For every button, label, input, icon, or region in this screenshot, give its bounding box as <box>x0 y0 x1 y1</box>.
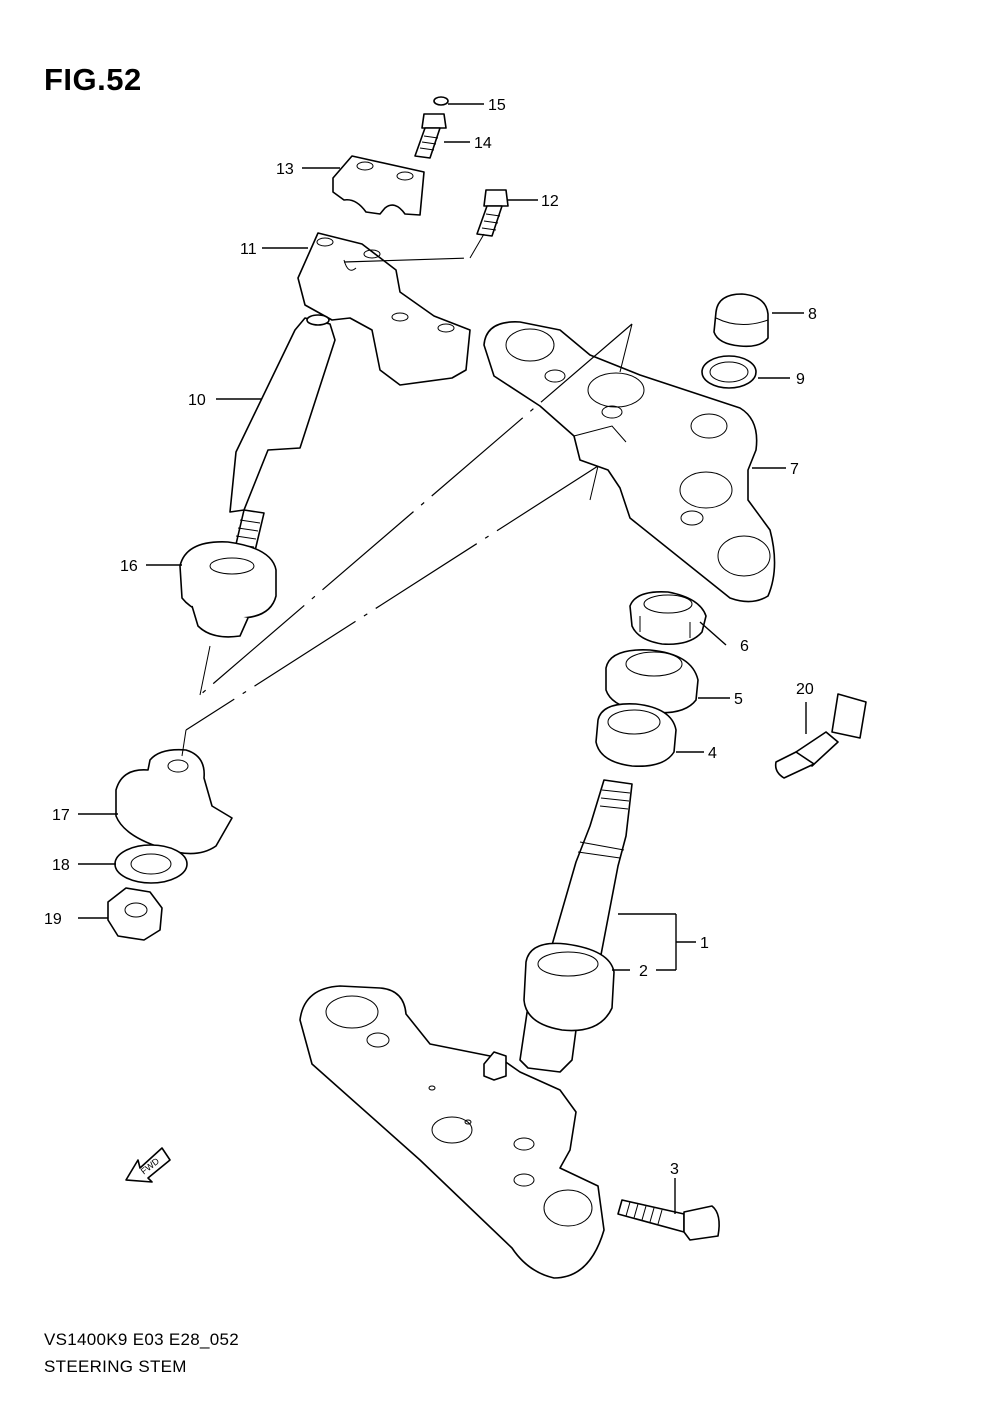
part-14-bolt <box>414 113 447 159</box>
callout-4: 4 <box>708 745 717 762</box>
callout-1: 1 <box>700 935 709 952</box>
callout-5: 5 <box>734 691 743 708</box>
figure-title: FIG.52 <box>44 62 142 97</box>
callout-3: 3 <box>670 1161 679 1178</box>
callout-13: 13 <box>276 161 294 178</box>
callout-7: 7 <box>790 461 799 478</box>
fwd-arrow-icon: FWD <box>125 1147 171 1183</box>
part-19-nut <box>107 887 163 941</box>
part-6-stem-nut <box>629 590 707 646</box>
part-11-lower-holder <box>297 232 471 386</box>
callout-20: 20 <box>796 681 814 698</box>
callout-10: 10 <box>188 392 206 409</box>
callout-14: 14 <box>474 135 492 152</box>
model-code: VS1400K9 E03 E28_052 <box>44 1330 240 1349</box>
part-10-holder-bolt <box>229 314 336 573</box>
callout-8: 8 <box>808 306 817 323</box>
callout-9: 9 <box>796 371 805 388</box>
leader-lines <box>78 103 807 1214</box>
part-8-cap-nut <box>713 293 769 348</box>
part-9-washer <box>701 355 757 389</box>
part-20-ignition-key <box>774 693 867 779</box>
callout-15: 15 <box>488 97 506 114</box>
lower-bracket <box>299 985 605 1279</box>
callout-17: 17 <box>52 807 70 824</box>
callout-16: 16 <box>120 558 138 575</box>
callout-numbers: 15 14 13 12 11 8 9 10 7 16 6 20 5 4 17 1… <box>44 97 817 1178</box>
part-2-bearing <box>523 942 615 1032</box>
part-12-bolt <box>476 189 509 237</box>
callout-18: 18 <box>52 857 70 874</box>
callout-2: 2 <box>639 963 648 980</box>
assembly-guide-lines <box>181 233 633 757</box>
part-4-bearing-lower <box>595 703 677 768</box>
part-18-washer <box>114 844 188 884</box>
callout-19: 19 <box>44 911 62 928</box>
part-15-cap <box>433 96 449 106</box>
callout-6: 6 <box>740 638 749 655</box>
part-16-cushion <box>179 541 277 638</box>
part-13-upper-clamp <box>332 155 425 216</box>
callout-12: 12 <box>541 193 559 210</box>
part-7-upper-bracket <box>483 321 776 603</box>
part-5-bearing-upper <box>605 649 699 714</box>
part-3-pinch-bolt <box>617 1199 720 1241</box>
diagram-subtitle: STEERING STEM <box>44 1357 187 1376</box>
callout-11: 11 <box>240 241 257 258</box>
part-17-lower-cushion <box>115 748 233 855</box>
